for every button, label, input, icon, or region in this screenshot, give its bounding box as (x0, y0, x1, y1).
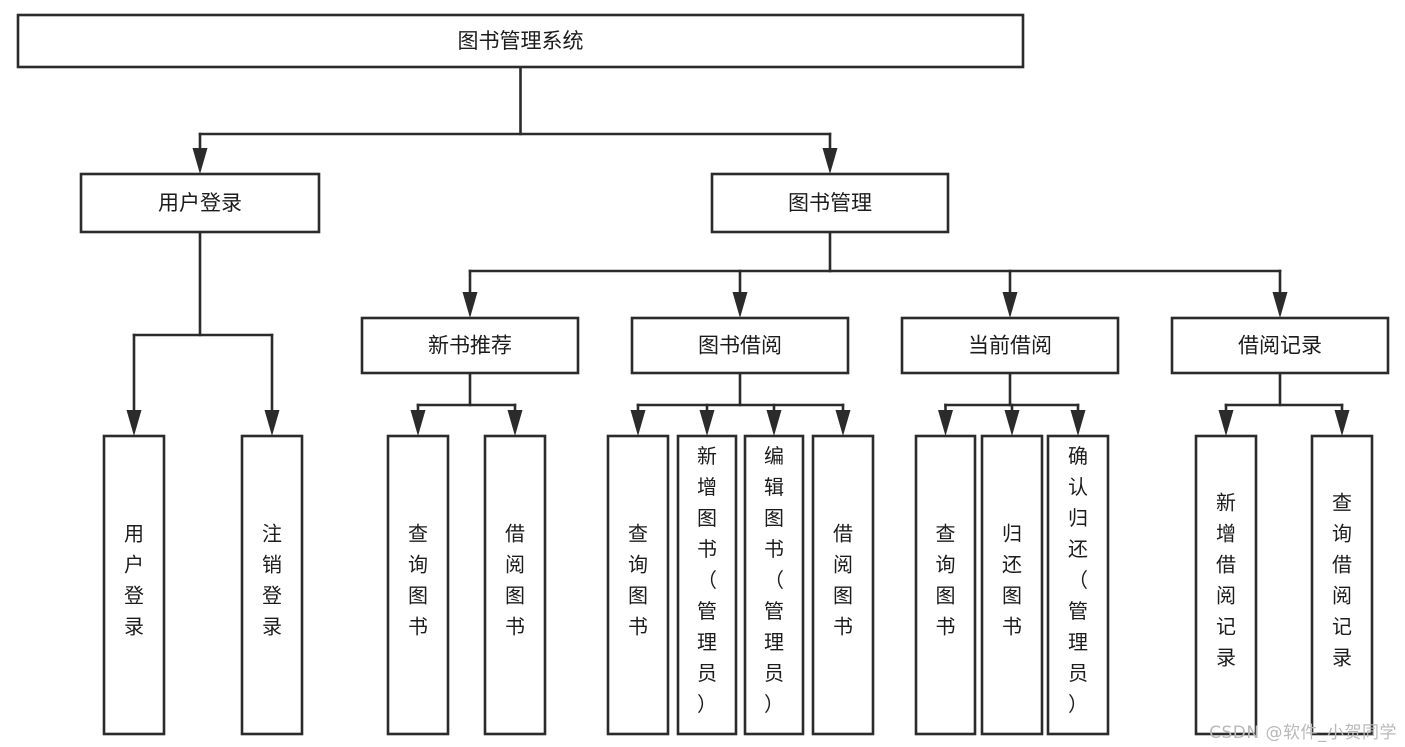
node-box[interactable] (914, 434, 977, 736)
arrow-head-icon (192, 148, 208, 174)
node-label: 借阅图书 (833, 522, 853, 639)
connector-group (192, 65, 838, 174)
connector-group (630, 371, 851, 436)
arrow-head-icon (938, 410, 953, 436)
node-book-borrow[interactable]: 图书借阅 (630, 316, 850, 375)
node-label: 注销登录 (262, 522, 282, 639)
node-box[interactable] (676, 434, 738, 736)
node-label: 借阅记录 (1238, 334, 1322, 358)
connector-group (410, 371, 523, 436)
node-leaf-query-borrow-record[interactable]: 查询借阅记录 (1310, 434, 1374, 736)
node-label: 图书管理系统 (458, 29, 584, 53)
arrow-head-icon (1272, 292, 1288, 318)
node-box[interactable] (1194, 434, 1258, 736)
node-label: 编辑图书（管理员） (764, 444, 784, 716)
connector-group (938, 371, 1086, 436)
node-label: 新增图书（管理员） (697, 444, 717, 716)
node-leaf-add-borrow-record[interactable]: 新增借阅记录 (1194, 434, 1258, 736)
node-box[interactable] (630, 316, 850, 375)
node-label: 新书推荐 (428, 334, 512, 358)
arrow-head-icon (822, 148, 838, 174)
node-box[interactable] (483, 434, 547, 736)
arrow-head-icon (1070, 410, 1086, 436)
node-box[interactable] (900, 316, 1120, 375)
node-label: 新增借阅记录 (1216, 491, 1236, 670)
node-box[interactable] (743, 434, 805, 736)
arrow-head-icon (462, 292, 478, 318)
connector-group (1218, 371, 1350, 436)
node-box[interactable] (980, 434, 1044, 736)
arrow-head-icon (766, 410, 782, 436)
node-box[interactable] (1046, 434, 1110, 736)
node-new-book-rec[interactable]: 新书推荐 (360, 316, 580, 375)
node-box[interactable] (240, 434, 304, 736)
arrow-head-icon (732, 292, 748, 318)
node-leaf-logout[interactable]: 注销登录 (240, 434, 304, 736)
node-leaf-query-book-current[interactable]: 查询图书 (914, 434, 977, 736)
node-leaf-return-book[interactable]: 归还图书 (980, 434, 1044, 736)
node-box[interactable] (386, 434, 450, 736)
node-layer: 图书管理系统用户登录图书管理新书推荐图书借阅当前借阅借阅记录用户登录注销登录查询… (16, 13, 1390, 736)
node-leaf-edit-book[interactable]: 编辑图书（管理员） (743, 434, 805, 736)
node-box[interactable] (360, 316, 580, 375)
node-leaf-query-book-borrow[interactable]: 查询图书 (606, 434, 670, 736)
arrow-head-icon (1004, 410, 1020, 436)
arrow-head-icon (630, 410, 646, 436)
arrow-head-icon (507, 410, 523, 436)
node-label: 图书借阅 (698, 334, 782, 358)
node-label: 查询图书 (936, 522, 956, 639)
node-borrow-record[interactable]: 借阅记录 (1170, 316, 1390, 375)
node-label: 用户登录 (158, 191, 242, 215)
node-label: 借阅图书 (505, 522, 525, 639)
connector-layer (126, 65, 1350, 436)
arrow-head-icon (1002, 292, 1018, 318)
node-box[interactable] (102, 434, 166, 736)
node-box[interactable] (606, 434, 670, 736)
connector-group (126, 230, 280, 436)
node-label: 用户登录 (124, 522, 144, 639)
node-root[interactable]: 图书管理系统 (16, 13, 1025, 69)
node-box[interactable] (710, 172, 950, 234)
node-label: 图书管理 (788, 191, 872, 215)
arrow-head-icon (1218, 410, 1234, 436)
node-label: 查询图书 (408, 522, 428, 639)
node-label: 查询借阅记录 (1332, 491, 1352, 670)
watermark-label: CSDN @软件_小贺同学 (1209, 723, 1397, 743)
arrow-head-icon (1334, 410, 1350, 436)
node-current-borrow[interactable]: 当前借阅 (900, 316, 1120, 375)
arrow-head-icon (410, 410, 426, 436)
node-label: 归还图书 (1002, 522, 1022, 639)
node-box[interactable] (79, 172, 321, 234)
arrow-head-icon (699, 410, 715, 436)
node-leaf-user-login[interactable]: 用户登录 (102, 434, 166, 736)
node-leaf-borrow-book-rec[interactable]: 借阅图书 (483, 434, 547, 736)
node-leaf-confirm-return[interactable]: 确认归还（管理员） (1046, 434, 1110, 736)
node-label: 确认归还（管理员） (1068, 444, 1088, 716)
node-box[interactable] (16, 13, 1025, 69)
node-leaf-add-book[interactable]: 新增图书（管理员） (676, 434, 738, 736)
node-leaf-borrow-book[interactable]: 借阅图书 (811, 434, 875, 736)
node-leaf-query-book-rec[interactable]: 查询图书 (386, 434, 450, 736)
node-box[interactable] (1170, 316, 1390, 375)
node-box[interactable] (811, 434, 875, 736)
arrow-head-icon (835, 410, 851, 436)
node-label: 查询图书 (628, 522, 648, 639)
node-label: 当前借阅 (968, 334, 1052, 358)
node-user-login[interactable]: 用户登录 (79, 172, 321, 234)
arrow-head-icon (264, 410, 280, 436)
arrow-head-icon (126, 410, 142, 436)
node-box[interactable] (1310, 434, 1374, 736)
node-book-manage[interactable]: 图书管理 (710, 172, 950, 234)
connector-group (462, 230, 1288, 318)
